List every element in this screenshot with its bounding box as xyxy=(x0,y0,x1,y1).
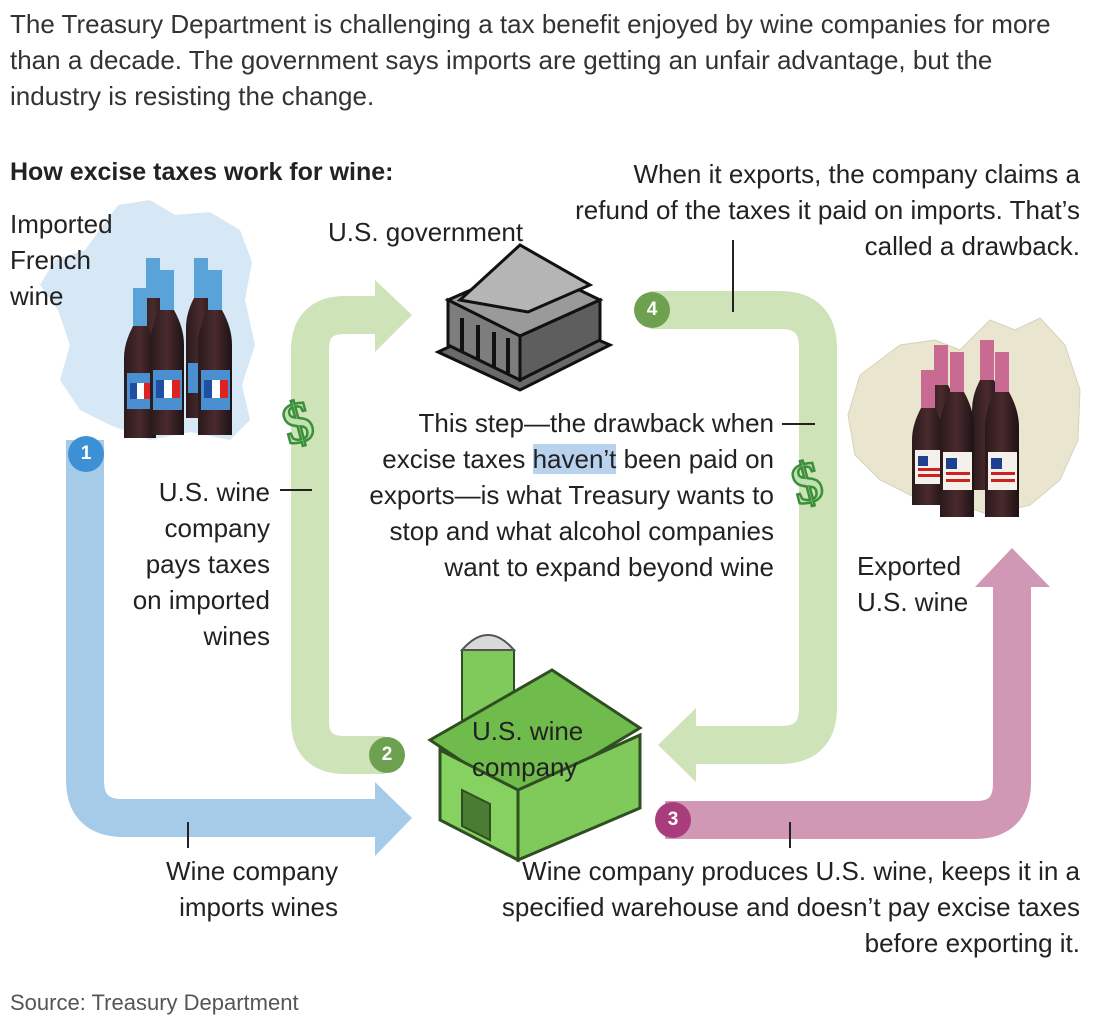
source-note: Source: Treasury Department xyxy=(10,990,299,1015)
government-building xyxy=(434,243,614,392)
step2-arrow xyxy=(291,296,385,774)
step1-arrowhead xyxy=(375,782,412,856)
exported-wine-label: Exported U.S. wine xyxy=(857,551,969,617)
step3-arrow xyxy=(665,580,1031,839)
diagram-heading: How excise taxes work for wine: xyxy=(10,158,394,186)
step1-arrow xyxy=(66,440,385,837)
step2-arrowhead xyxy=(375,280,412,352)
imports-wines-label: Wine company imports wines xyxy=(166,856,338,922)
pays-taxes-label: U.S. wine company pays taxes on imported… xyxy=(132,477,270,651)
step-badge-3: 3 xyxy=(655,802,691,838)
us-government-label: U.S. government xyxy=(328,217,524,247)
winery-house xyxy=(427,634,643,863)
step4-arrow xyxy=(650,291,837,764)
french-wine-bottles xyxy=(124,258,232,438)
step-note-highlight: haven’t xyxy=(532,444,617,474)
step-note: This step—the drawback when excise taxes… xyxy=(362,405,774,585)
step-note-end: been paid on exports—is what Treasury wa… xyxy=(369,444,774,582)
intro-text: The Treasury Department is challenging a… xyxy=(10,9,1051,111)
step3-arrowhead xyxy=(975,548,1050,587)
step-note-start: This step—the drawback when excise taxes xyxy=(382,408,774,474)
drawback-note: When it exports, the company claims a re… xyxy=(575,159,1080,261)
produces-wine-label: Wine company produces U.S. wine, keeps i… xyxy=(501,856,1080,958)
step4-arrowhead xyxy=(658,708,696,782)
wine-company-label: U.S. wine company xyxy=(472,716,584,782)
step-badge-2: 2 xyxy=(369,737,405,773)
imported-wine-label: Imported French wine xyxy=(10,209,113,311)
step-badge-4: 4 xyxy=(634,292,670,328)
us-wine-bottles xyxy=(912,340,1019,517)
step-badge-1: 1 xyxy=(68,436,104,472)
